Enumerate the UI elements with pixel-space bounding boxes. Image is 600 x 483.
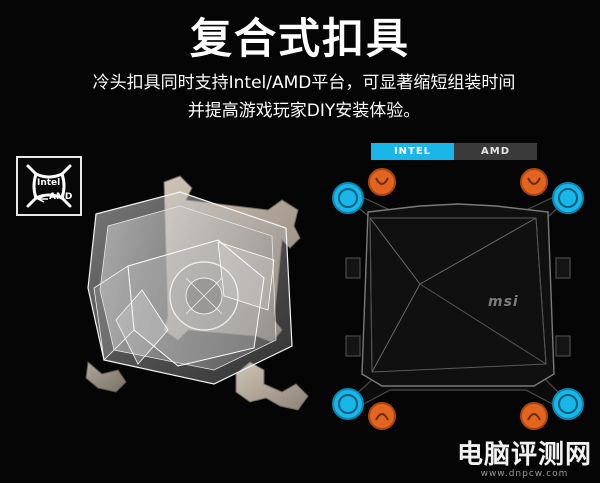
mounting-diagram: msi (332, 168, 584, 430)
watermark-main: 电脑评测网 (456, 440, 592, 470)
platform-tabs: INTEL AMD (371, 143, 537, 160)
intel-amd-bracket-badge: Intel AMD (16, 156, 82, 216)
bracket-icon (26, 164, 72, 208)
pump-body: msi (361, 203, 555, 387)
msi-logo: msi (488, 294, 519, 310)
badge-amd-label: AMD (49, 192, 73, 202)
badge-intel-label: Intel (37, 178, 61, 188)
intel-screw-markers (332, 182, 584, 420)
pump-block-translucent (87, 191, 293, 385)
watermark-url: www.dnpcw.com (480, 469, 569, 479)
description-line-2: 并提高游戏玩家DIY安装体验。 (187, 101, 421, 121)
cooler-exploded-render (85, 175, 309, 411)
description-line-1: 冷头扣具同时支持Intel/AMD平台，可显著缩短组装时间 (92, 73, 516, 93)
page-title: 复合式扣具 (189, 14, 410, 63)
tab-intel[interactable]: INTEL (371, 143, 454, 160)
amd-screw-markers (368, 168, 548, 430)
tab-amd[interactable]: AMD (454, 143, 537, 160)
mounting-bracket-front (85, 361, 309, 411)
site-watermark: 电脑评测网 www.dnpcw.com (457, 442, 592, 479)
